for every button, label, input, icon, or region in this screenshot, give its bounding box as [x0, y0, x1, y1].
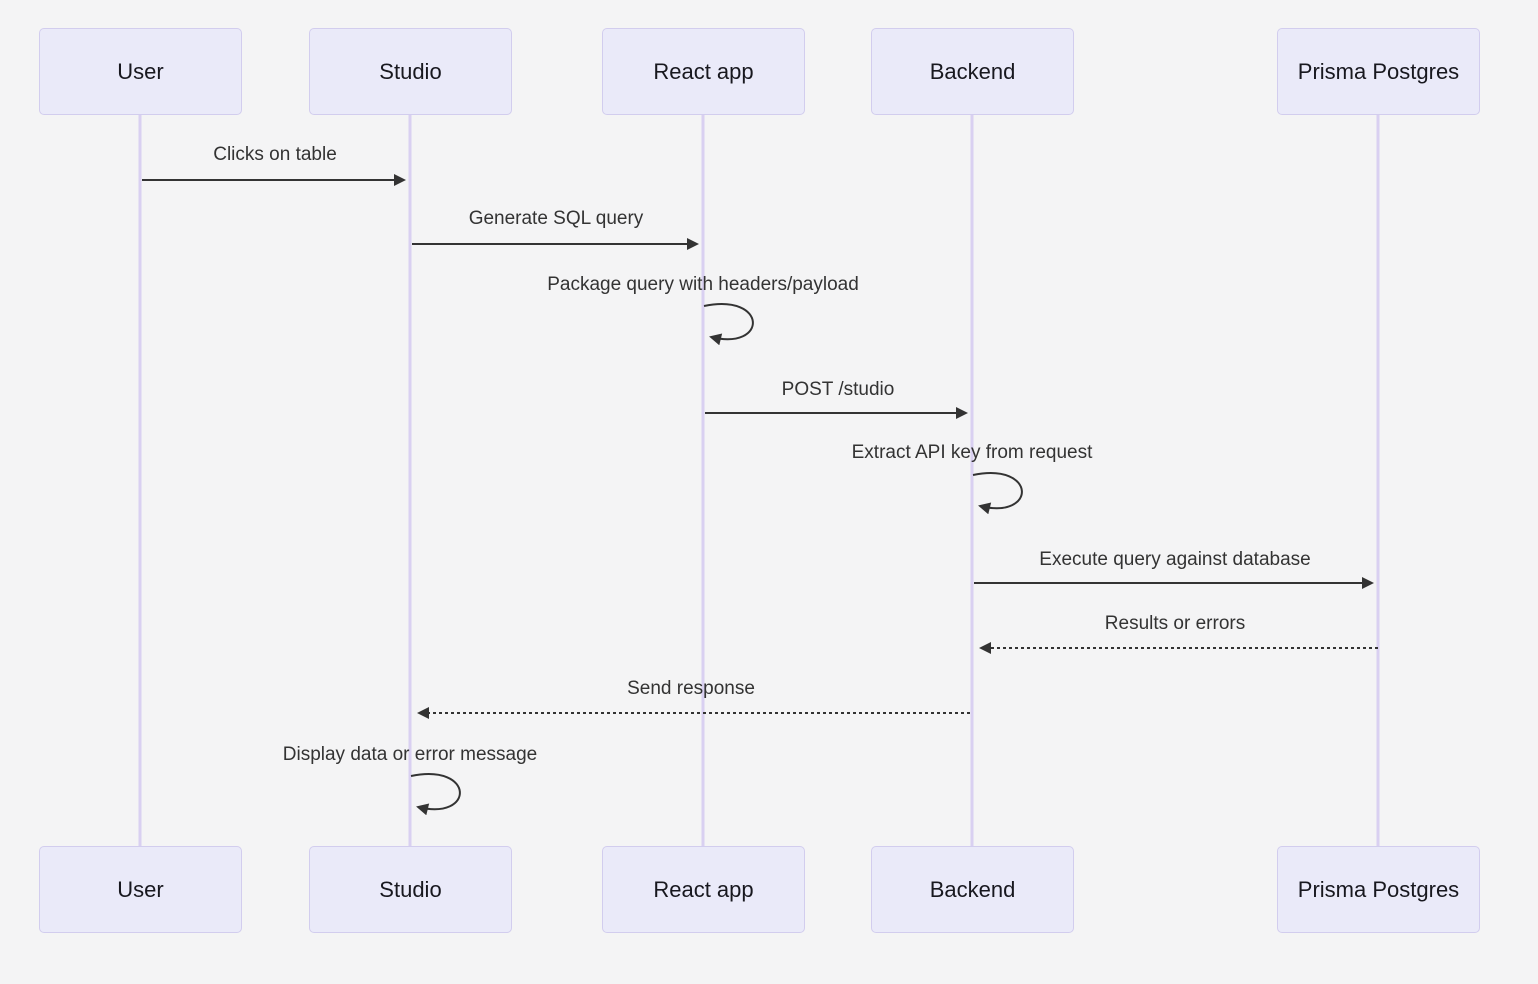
actor-top-backend: Backend: [871, 28, 1074, 115]
lifelines: [138, 115, 1380, 846]
self-loop-package-query: [703, 303, 754, 346]
actor-label: Backend: [929, 876, 1016, 902]
message-label-execute-query: Execute query against database: [1039, 549, 1311, 570]
actor-bottom-backend: Backend: [871, 846, 1074, 933]
actor-label: User: [117, 58, 164, 84]
message-label-results-or-errors: Results or errors: [1104, 613, 1246, 634]
self-loop-extract-api-key: [972, 472, 1023, 515]
actor-label: React app: [653, 876, 754, 902]
message-label-extract-api-key: Extract API key from request: [851, 442, 1093, 463]
actor-bottom-user: User: [39, 846, 242, 933]
actor-top-react-app: React app: [602, 28, 805, 115]
actor-top-studio: Studio: [309, 28, 512, 115]
message-label-display-data: Display data or error message: [282, 744, 538, 765]
actor-label: Studio: [379, 876, 442, 902]
actor-label: Backend: [929, 58, 1016, 84]
message-label-clicks-on-table: Clicks on table: [213, 144, 337, 165]
self-loop-display-data: [410, 773, 461, 816]
message-arrows: [142, 174, 1378, 816]
actor-label: React app: [653, 58, 754, 84]
message-label-send-response: Send response: [627, 678, 755, 699]
message-label-package-query: Package query with headers/payload: [547, 274, 859, 295]
message-label-post-studio: POST /studio: [781, 379, 895, 400]
message-label-generate-sql: Generate SQL query: [468, 208, 644, 229]
actor-bottom-react-app: React app: [602, 846, 805, 933]
actor-top-user: User: [39, 28, 242, 115]
actor-label: User: [117, 876, 164, 902]
actor-label: Studio: [379, 58, 442, 84]
actor-label: Prisma Postgres: [1297, 58, 1460, 84]
actor-top-prisma-postgres: Prisma Postgres: [1277, 28, 1480, 115]
actor-bottom-studio: Studio: [309, 846, 512, 933]
actor-label: Prisma Postgres: [1297, 876, 1460, 902]
actor-bottom-prisma-postgres: Prisma Postgres: [1277, 846, 1480, 933]
